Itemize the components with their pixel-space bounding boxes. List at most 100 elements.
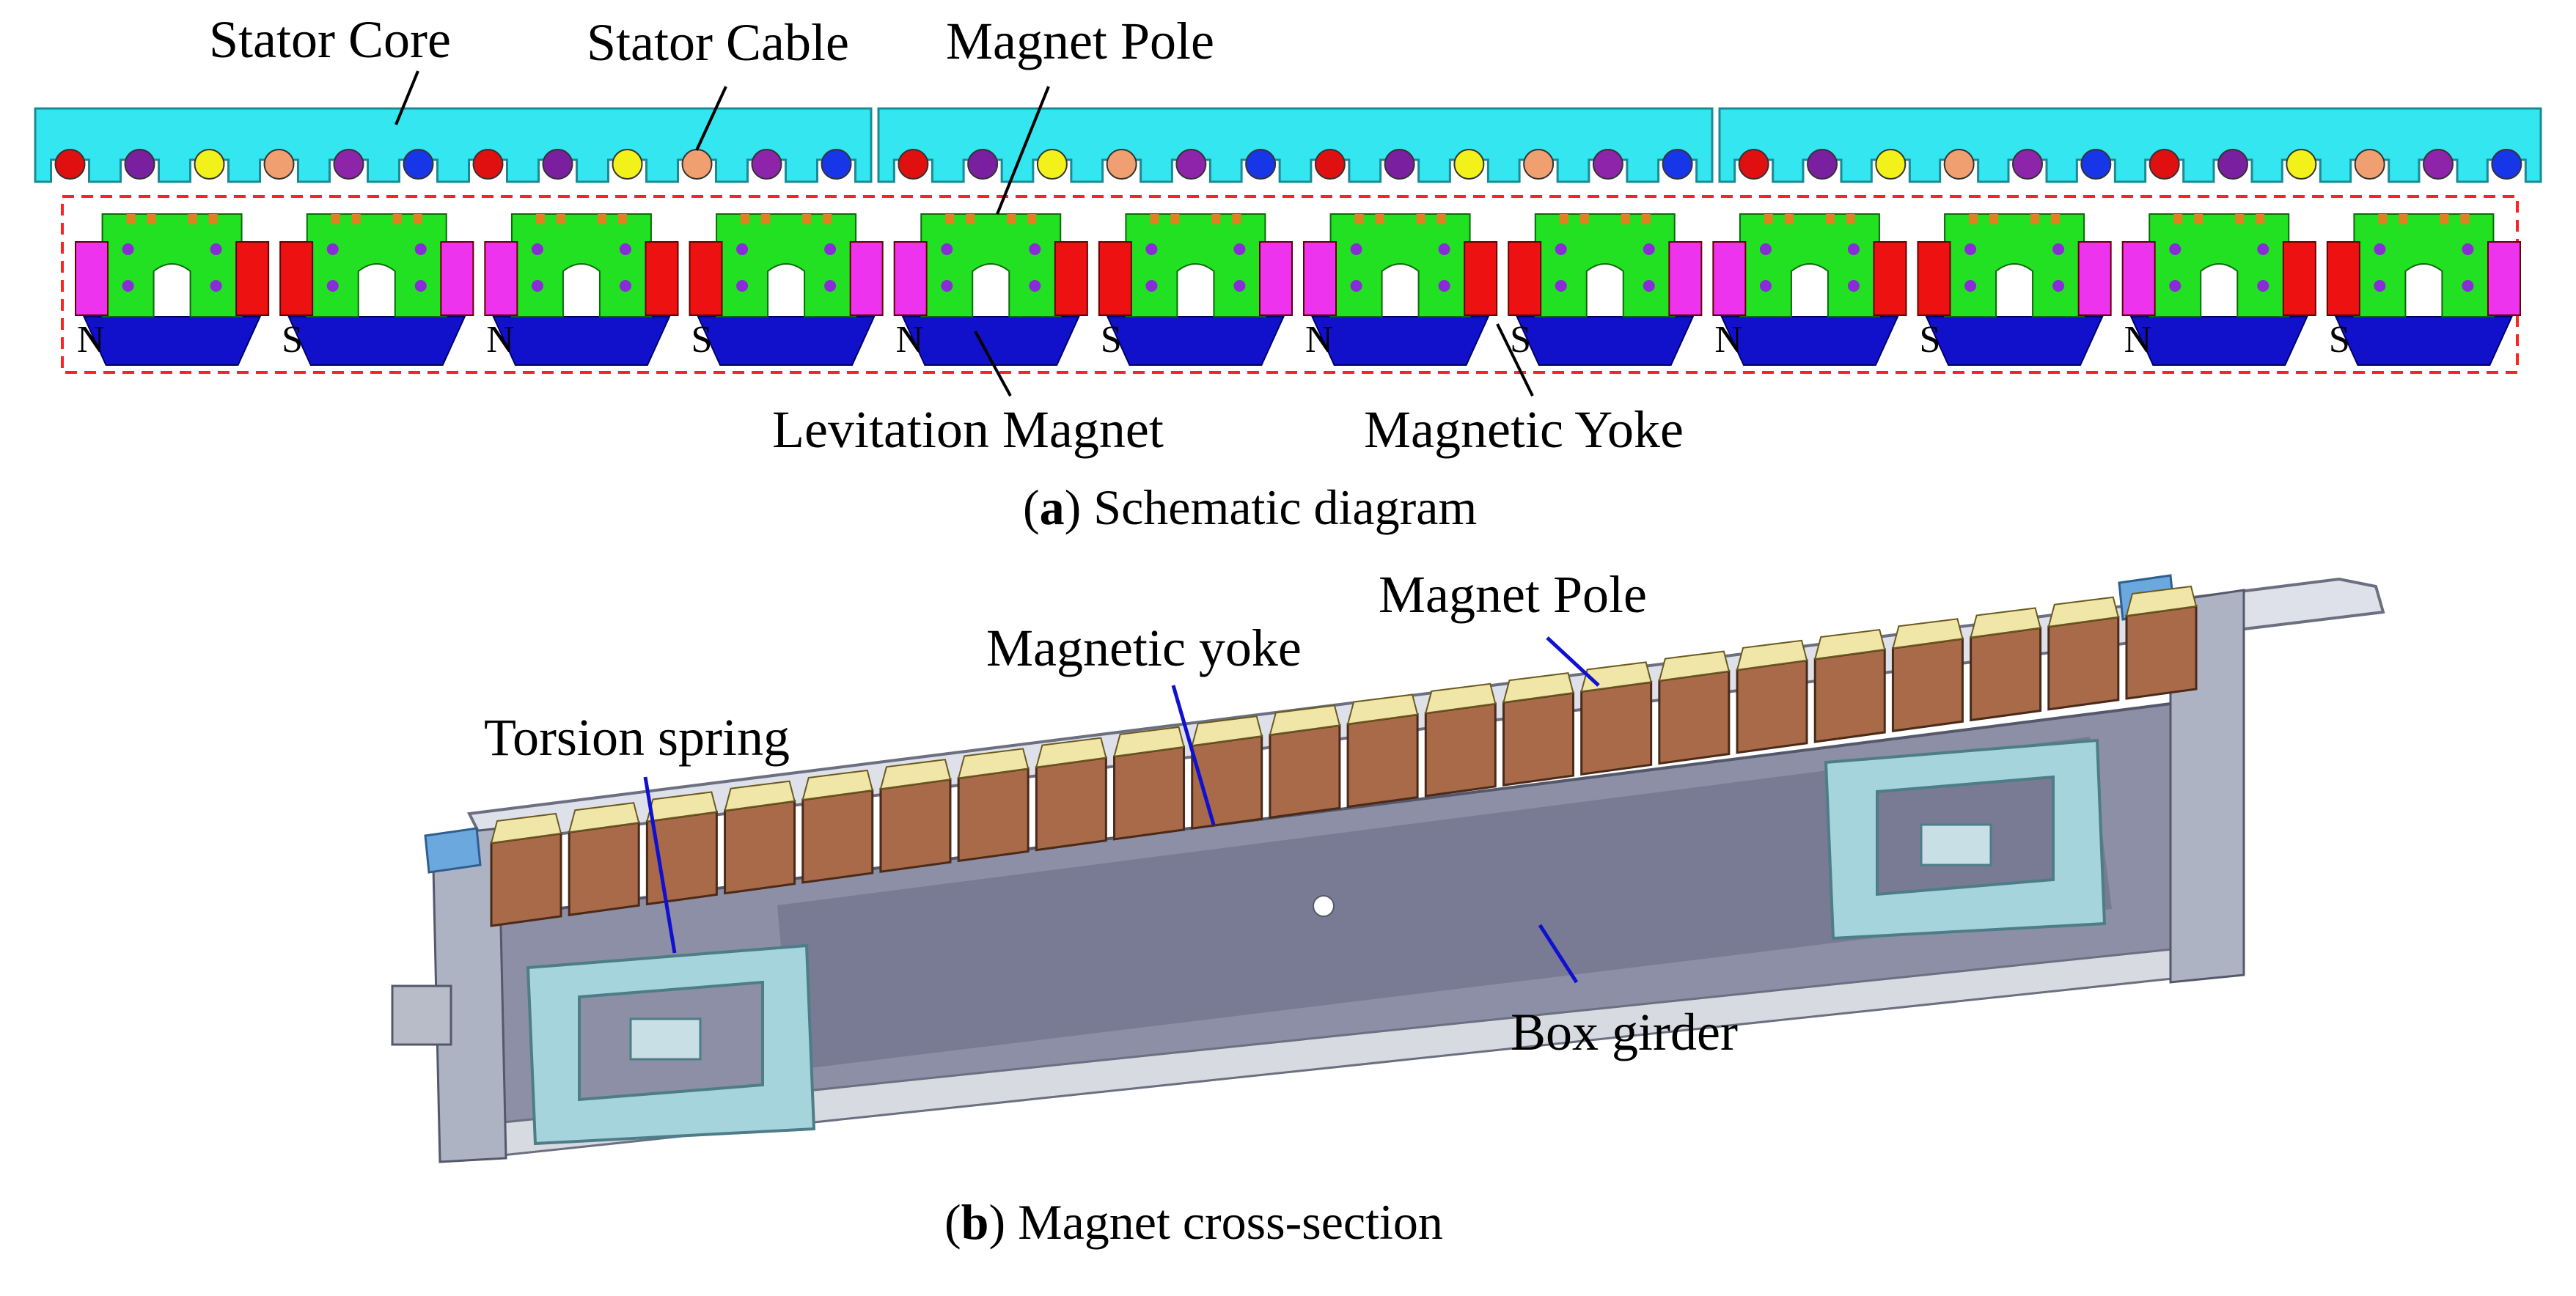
stator-cable-dot xyxy=(821,149,852,180)
stator-cable-dot xyxy=(1738,149,1769,180)
pole-dot xyxy=(2374,243,2386,255)
cs-magnet-pole-top xyxy=(1035,737,1107,768)
coil-magnet xyxy=(75,241,109,316)
cs-magnet-block xyxy=(879,778,952,873)
cs-magnetic-yoke-leader xyxy=(1171,685,1216,825)
stator-cable-dot xyxy=(124,149,155,180)
pole-tooth xyxy=(1170,214,1180,224)
stator-cable-dot xyxy=(1106,149,1137,180)
magnet-pole-leader xyxy=(996,86,1050,215)
stator-cable-dot xyxy=(2423,149,2454,180)
coil-magnet xyxy=(1098,241,1132,316)
cs-magnet-pole-top xyxy=(2125,585,2198,617)
pole-tooth xyxy=(351,214,361,224)
pole-dot xyxy=(1555,280,1567,292)
caption-a-letter: a xyxy=(1040,479,1065,535)
cs-magnet-pole-top xyxy=(957,748,1030,779)
cs-magnet-pole-top xyxy=(724,780,796,811)
cs-magnet-pole-top xyxy=(1113,726,1185,758)
magnetic-yoke xyxy=(492,316,671,366)
pole-dot xyxy=(1438,280,1450,292)
pole-tooth xyxy=(1784,214,1794,224)
stator-cable-dot xyxy=(333,149,364,180)
pole-dot xyxy=(122,280,134,292)
coil-magnet xyxy=(1303,241,1337,316)
stator-core-segment xyxy=(877,107,1714,183)
cs-magnetic-yoke-label: Magnetic yoke xyxy=(986,619,1302,677)
box-girder-shadow xyxy=(777,737,2112,1070)
cs-magnet-block xyxy=(1813,648,1886,743)
stator-core-label: Stator Core xyxy=(209,10,451,69)
coil-magnet xyxy=(689,241,723,316)
magnet-pole xyxy=(306,213,447,317)
magnetic-yoke xyxy=(1311,316,1490,366)
magnetic-yoke xyxy=(697,316,876,366)
pole-tooth xyxy=(597,214,606,224)
cs-magnet-block xyxy=(1891,637,1964,733)
caption-b-letter: b xyxy=(961,1194,989,1250)
pole-dot xyxy=(2257,243,2269,255)
pole-letter: S xyxy=(2329,319,2350,361)
pole-tooth xyxy=(966,214,975,224)
pole-dot xyxy=(210,280,222,292)
pole-dot xyxy=(1029,243,1041,255)
pole-dot xyxy=(824,243,837,255)
pole-dot xyxy=(2169,280,2181,292)
pole-tooth xyxy=(741,214,750,224)
stator-cable-dot xyxy=(1384,149,1415,180)
coil-magnet xyxy=(893,241,928,316)
coil-magnet xyxy=(1259,241,1293,316)
magnet-pole xyxy=(2353,213,2495,317)
stator-cable-dot xyxy=(2217,149,2248,180)
pole-tooth xyxy=(1579,214,1589,224)
stator-core xyxy=(34,107,2542,183)
cs-magnet-pole-top xyxy=(1736,639,1808,671)
coil-magnet xyxy=(1712,241,1747,316)
coil-magnet xyxy=(2326,241,2360,316)
pole-dot xyxy=(2462,280,2474,292)
cs-magnet-block xyxy=(957,767,1030,863)
pole-tooth xyxy=(761,214,771,224)
stator-cable-dot xyxy=(263,149,295,180)
pole-dot xyxy=(2374,280,2386,292)
stator-cables xyxy=(54,149,2522,180)
cross-section-magnet-row xyxy=(490,585,2198,927)
pole-dot xyxy=(1964,243,1977,255)
pole-letter: N xyxy=(1305,319,1333,361)
coil-magnet xyxy=(1464,241,1498,316)
pole-dot xyxy=(1643,280,1655,292)
magnet-pole xyxy=(1944,213,2085,317)
coil-magnet xyxy=(2121,241,2156,316)
pole-tooth xyxy=(331,214,340,224)
pole-letter: S xyxy=(1101,319,1122,361)
pole-dot xyxy=(326,243,339,255)
stator-cable-dot xyxy=(1036,149,1068,180)
stator-cable-dot xyxy=(1943,149,1975,180)
cs-magnet-pole-top xyxy=(1424,682,1497,715)
stator-cable-dot xyxy=(1662,149,1693,180)
pole-dot xyxy=(1350,280,1362,292)
pole-dot xyxy=(1964,280,1977,292)
stator-cable-dot xyxy=(1245,149,1277,180)
coil-magnet xyxy=(2077,241,2112,316)
magnet-pole-label: Magnet Pole xyxy=(946,12,1214,70)
pole-tooth xyxy=(1436,214,1446,224)
magnetic-yoke xyxy=(1925,316,2104,366)
magnet-pole xyxy=(1739,213,1880,317)
pole-tooth xyxy=(188,214,197,224)
stator-cable-dot xyxy=(2354,149,2385,180)
magnet-pole xyxy=(1329,213,1471,317)
pole-letter: N xyxy=(896,319,924,361)
pole-dot xyxy=(1847,243,1860,255)
coil-magnet xyxy=(1873,241,1907,316)
cs-magnet-block xyxy=(1658,669,1731,765)
pole-dot xyxy=(1847,280,1860,292)
stator-cable-dot xyxy=(2491,149,2522,180)
stator-cable-dot xyxy=(1875,149,1907,180)
magnetic-yoke xyxy=(83,316,262,366)
stator-cable-dot xyxy=(1807,149,1838,180)
cs-magnet-pole-top xyxy=(1813,628,1886,660)
stator-cable-dot xyxy=(2012,149,2043,180)
